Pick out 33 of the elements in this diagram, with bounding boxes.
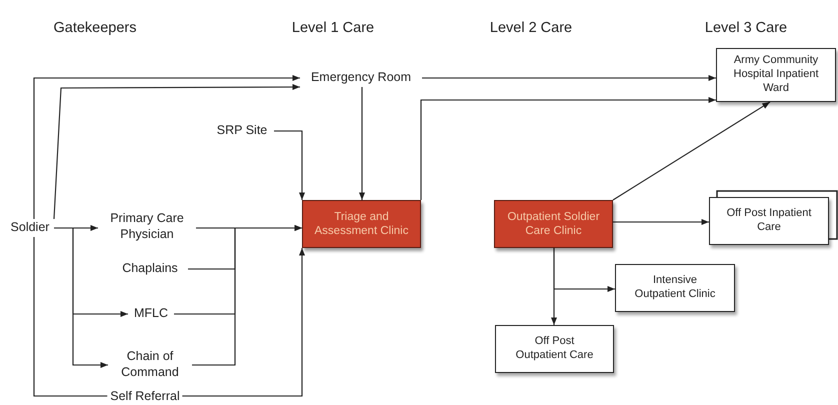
arrow <box>422 74 716 82</box>
column-heading: Level 1 Care <box>292 20 374 36</box>
arrow <box>274 130 306 200</box>
node-label: Primary Care Physician <box>98 210 196 244</box>
process-box <box>716 48 836 102</box>
process-box <box>495 325 614 373</box>
node-label: Soldier <box>6 219 54 237</box>
box-label: Outpatient Soldier Care Clinic <box>506 210 601 238</box>
arrow <box>192 224 302 366</box>
box-label: Intensive Outpatient Clinic <box>634 274 716 302</box>
column-heading: Level 2 Care <box>490 20 572 36</box>
column-heading: Level 3 Care <box>704 20 788 36</box>
process-box <box>709 197 829 245</box>
column-heading: Gatekeepers <box>53 20 137 36</box>
edge-label: Self Referral <box>107 389 183 403</box>
arrow <box>612 102 770 200</box>
box-label: Army Community Hospital Inpatient Ward <box>732 54 820 96</box>
arrow <box>420 96 716 200</box>
process-box <box>302 200 421 248</box>
arrow <box>613 218 709 226</box>
process-box <box>615 264 735 312</box>
node-label: Emergency Room <box>300 69 422 87</box>
arrow <box>550 248 558 325</box>
node-label: Chaplains <box>112 260 188 278</box>
box-label: Off Post Inpatient Care <box>726 207 812 235</box>
process-box <box>494 200 613 248</box>
node-label: Chain of Command <box>108 348 192 382</box>
arrow <box>54 227 108 368</box>
node-label: MFLC <box>128 305 174 323</box>
box-label: Triage and Assessment Clinic <box>314 210 410 238</box>
arrow <box>358 87 366 200</box>
box-label: Off Post Outpatient Care <box>514 335 594 363</box>
node-label: SRP Site <box>210 122 274 140</box>
